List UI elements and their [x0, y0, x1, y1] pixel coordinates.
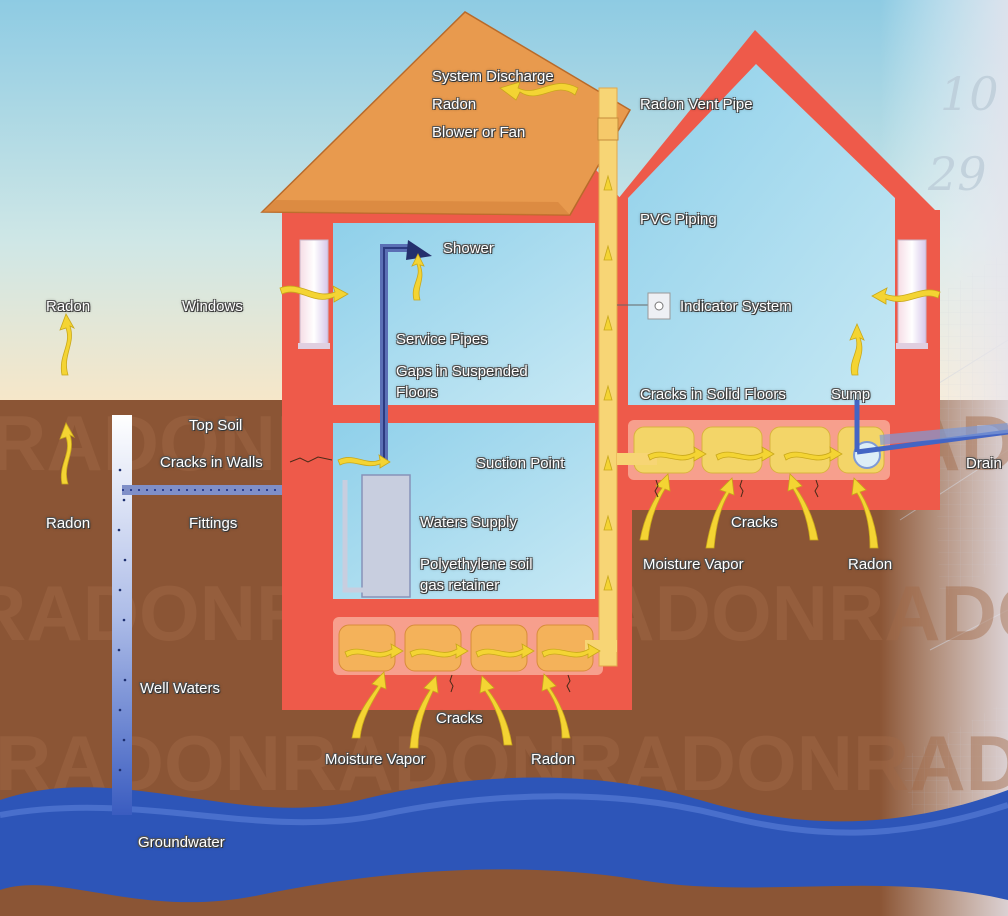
label-sump: Sump [831, 386, 871, 403]
label-windows: Windows [182, 298, 243, 315]
label-gaps-line1: Gaps in Suspended [396, 363, 528, 380]
shower-head [406, 240, 432, 260]
label-indicator-system: Indicator System [680, 298, 792, 315]
upper-left-room [333, 223, 595, 405]
label-system-discharge: System Discharge [432, 68, 554, 85]
gravel-pads-right [633, 426, 885, 474]
water-tank [361, 474, 411, 598]
label-pvc-piping: PVC Piping [640, 211, 717, 228]
label-moisture-vapor-bottom: Moisture Vapor [325, 751, 426, 768]
gravel-pads-bottom [338, 624, 594, 672]
label-shower: Shower [443, 240, 494, 257]
label-well-waters: Well Waters [140, 680, 221, 697]
label-moisture-vapor-right: Moisture Vapor [643, 556, 744, 573]
label-groundwater: Groundwater [138, 834, 225, 851]
label-drain: Drain [966, 455, 1002, 472]
label-polyethylene-line2: gas retainer [420, 577, 500, 594]
label-radon-right: Radon [848, 556, 893, 573]
suction-pipe [617, 453, 657, 465]
label-fittings: Fittings [189, 515, 238, 532]
label-cracks-in-solid-floors: Cracks in Solid Floors [640, 386, 786, 403]
bottom-slab-cavity [333, 617, 603, 675]
crack-lines [289, 456, 819, 693]
label-radon-left-top: Radon [46, 298, 91, 315]
faint-number-1: 10 [940, 67, 999, 121]
label-radon-bottom: Radon [531, 751, 576, 768]
label-polyethylene-line1: Polyethylene soil [420, 556, 533, 573]
label-radon-discharge: Radon [432, 96, 477, 113]
upper-right-room [628, 64, 895, 405]
label-cracks-in-walls: Cracks in Walls [160, 454, 263, 471]
label-radon-vent-pipe: Radon Vent Pipe [640, 96, 753, 113]
label-top-soil: Top Soil [189, 417, 243, 434]
label-radon-left-bottom: Radon [46, 515, 91, 532]
faint-number-2: 29 [927, 147, 987, 201]
blower-fan [597, 117, 619, 141]
label-waters-supply: Waters Supply [420, 514, 517, 531]
well-dots [117, 468, 127, 772]
label-blower-or-fan: Blower or Fan [432, 124, 526, 141]
label-cracks-right: Cracks [731, 514, 778, 531]
label-service-pipes: Service Pipes [396, 331, 488, 348]
radon-arrows [59, 81, 941, 749]
well-pipe [112, 415, 132, 815]
label-cracks-bottom: Cracks [436, 710, 483, 727]
radon-vent-pipe [598, 87, 618, 667]
groundwater-band [0, 777, 1008, 903]
label-suction-point: Suction Point [476, 455, 565, 472]
label-gaps-line2: Floors [396, 384, 438, 401]
